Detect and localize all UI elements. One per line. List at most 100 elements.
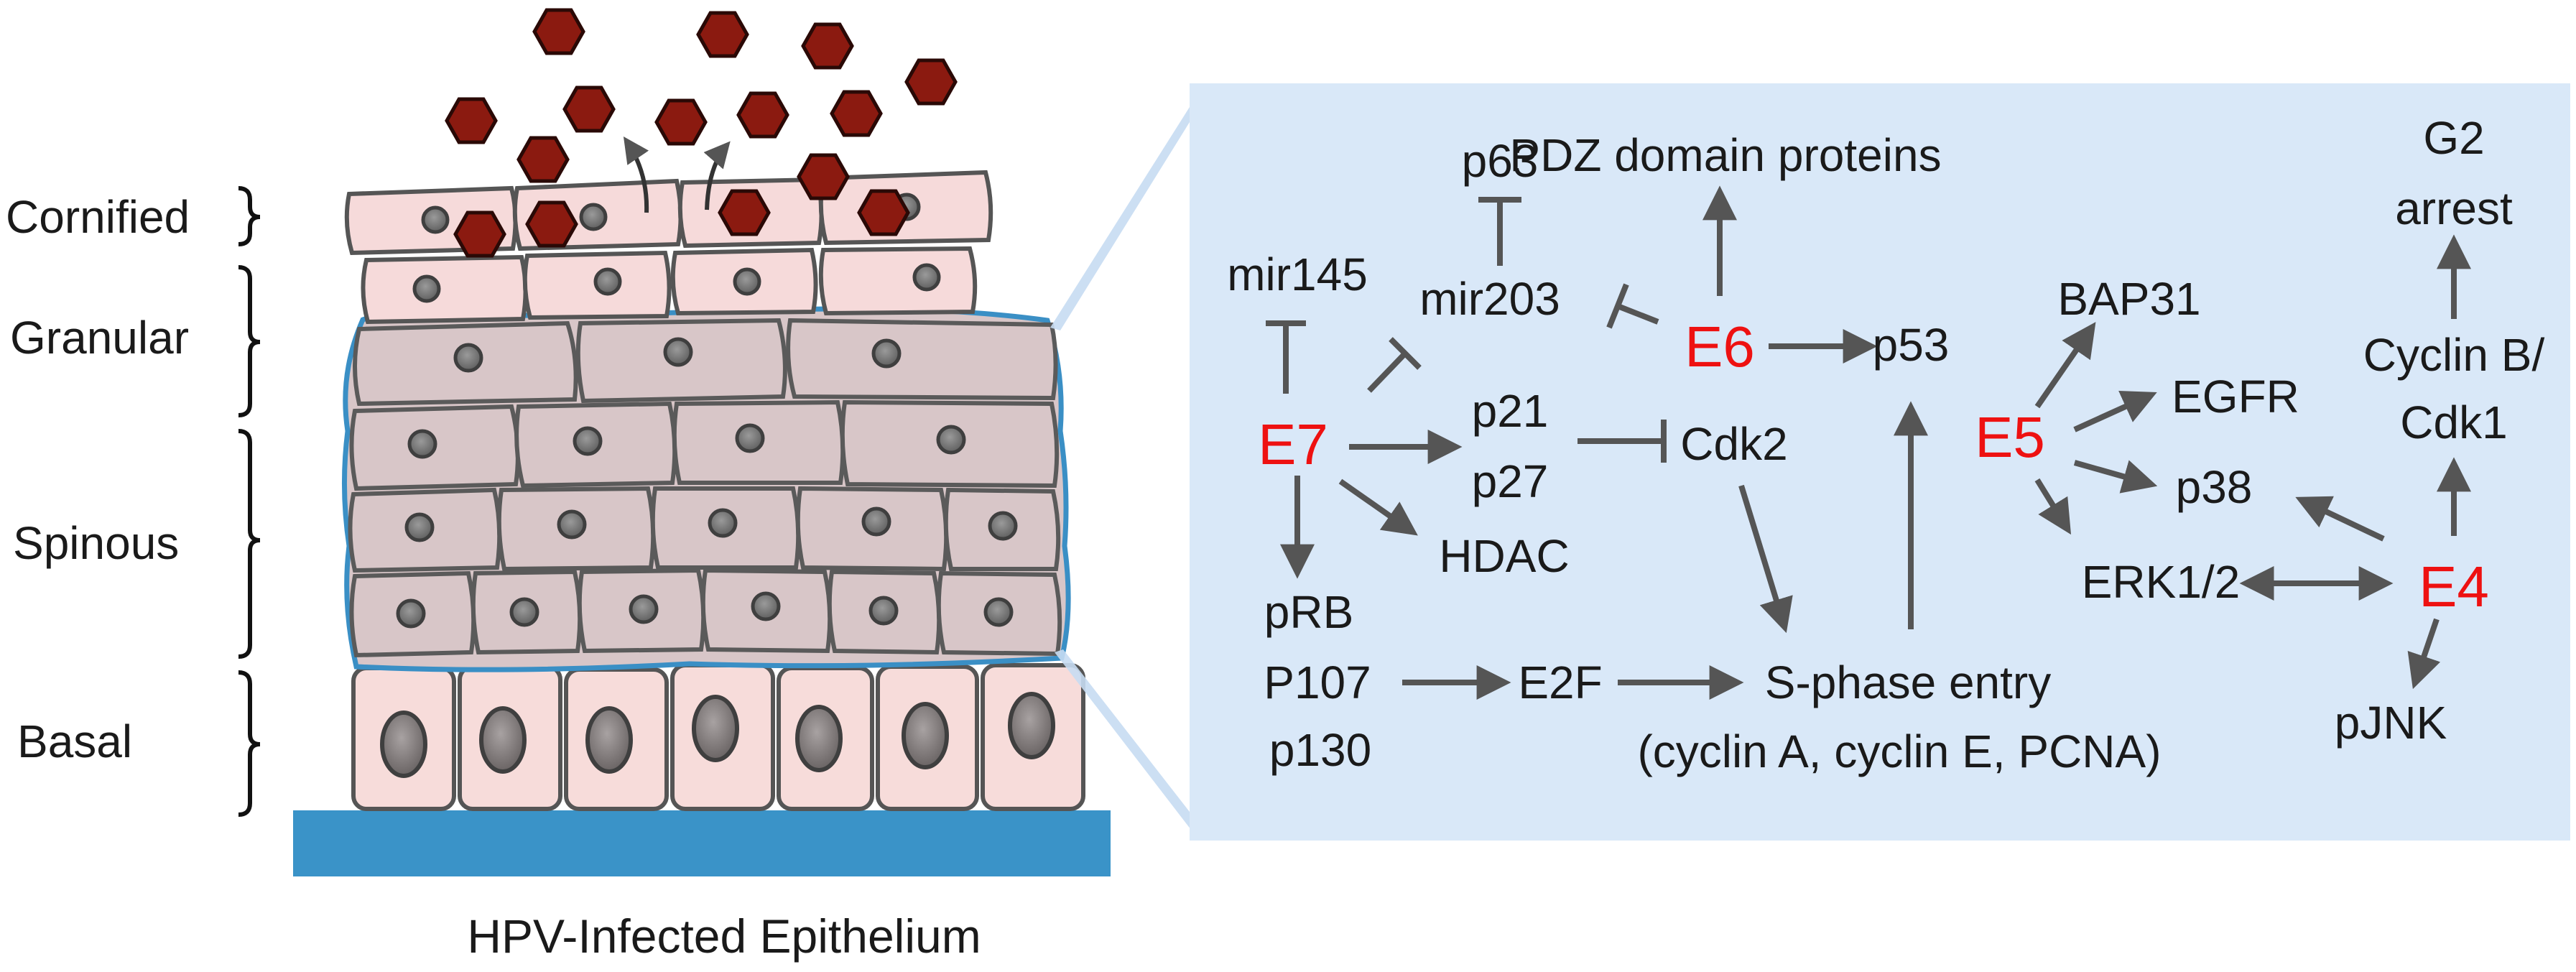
granular-cell [818,246,978,316]
granular-layer [361,246,978,325]
node-p38: p38 [2176,461,2253,513]
virion-icon [654,98,708,146]
nucleus [404,512,435,542]
node-prb: pRB [1264,586,1354,638]
nucleus [983,597,1014,627]
nucleus [479,706,527,774]
nucleus [593,267,622,296]
nucleus [861,506,891,537]
figure-caption: HPV-Infected Epithelium [467,909,981,963]
node-mir145: mir145 [1227,249,1368,300]
node-mir203: mir203 [1419,273,1560,325]
viral-e5: E5 [1975,405,2045,469]
viral-proteins: E6 E7 E5 E4 [1258,315,2489,619]
node-cdk2: Cdk2 [1680,418,1787,470]
pathway-connectors [1266,185,2471,700]
basement-membrane [293,810,1111,876]
nucleus [795,705,843,772]
basal-nuclei [380,692,1055,778]
node-pdz-domain-proteins: PDZ domain proteins [1509,129,1941,181]
virion-icon [562,85,616,133]
granular-cell [361,254,528,325]
nucleus [412,274,441,303]
virion-icon [516,136,570,183]
nucleus [396,598,426,629]
nucleus [453,343,483,373]
virion-icon [718,189,771,236]
inhibition-p21-cdk2 [1577,420,1667,463]
viral-e7: E7 [1258,412,1328,476]
virion-icon [453,210,506,258]
node-pjnk: pJNK [2335,697,2447,749]
arrow-e5-bap31 [2034,322,2096,409]
arrow-e7-hdac [1338,478,1418,536]
node-e2f: E2F [1518,657,1602,708]
node-p53: p53 [1873,319,1950,371]
layer-label-cornified: Cornified [6,191,190,243]
nucleus [421,205,450,234]
bracket-basal [238,670,261,817]
arrow-e5-egfr [2073,390,2157,432]
zoom-connector-shape [1050,93,1198,839]
pathway-panel-background [1190,83,2570,841]
bracket-cornified [238,186,261,246]
nucleus [509,597,539,627]
nucleus [988,511,1018,541]
nucleus [573,426,603,456]
virion-icon [857,189,910,236]
nucleus [579,203,608,231]
nucleus [735,423,765,453]
nucleus [629,594,659,624]
nucleus [871,338,902,369]
epithelium-illustration: Cornified Granular Spinous Basal [6,8,1111,963]
virion-icon [445,97,498,144]
node-hdac: HDAC [1439,530,1569,582]
layer-brackets [238,186,261,817]
bracket-granular [238,265,261,417]
virion-icon [801,22,854,70]
node-p130: p130 [1269,724,1371,776]
nucleus [868,596,899,626]
nucleus [912,263,941,292]
inhibition-e7-mir145 [1266,320,1306,394]
arrow-cdk2-sphase [1738,484,1793,634]
granular-nuclei [412,263,941,303]
node-g2: G2 [2423,112,2484,164]
nucleus [407,429,437,459]
node-cyclins: (cyclin A, cyclin E, PCNA) [1637,726,2161,777]
node-p63: p63 [1462,135,1539,187]
node-cyclin-b: Cyclin B/ [2363,329,2545,381]
nucleus [692,695,739,762]
virion-icon [736,91,789,139]
virion-release-arrows [623,136,731,213]
zoom-connector [1050,93,1198,839]
nucleus [585,706,633,774]
bracket-spinous [238,429,261,659]
virion-icon [830,90,883,137]
layer-label-spinous: Spinous [13,517,179,569]
viral-e6: E6 [1685,315,1755,379]
nucleus [1008,692,1055,759]
spinous-cell [786,318,1058,401]
arrow-e5-erk [2034,478,2072,535]
nucleus [751,591,781,621]
node-bap31: BAP31 [2057,273,2200,325]
node-arrest: arrest [2395,182,2513,234]
viral-e4: E4 [2419,555,2489,619]
virions [445,8,958,258]
nucleus [733,267,761,296]
virion-icon [532,8,585,55]
inhibition-e7-mir203 [1367,337,1422,393]
virion-icon [797,153,850,200]
pathway-panel: p63 PDZ domain proteins G2 arrest mir145… [1190,83,2570,841]
node-p21: p21 [1472,385,1549,437]
nucleus [663,337,693,367]
layer-label-granular: Granular [10,312,189,364]
inhibition-mir203-p63 [1478,197,1521,266]
node-s-phase-entry: S-phase entry [1765,657,2051,708]
virion-icon [904,58,958,106]
spinous-nuclei [396,337,1018,629]
arrow-e4-p38 [2295,496,2385,542]
node-p27: p27 [1472,455,1549,507]
